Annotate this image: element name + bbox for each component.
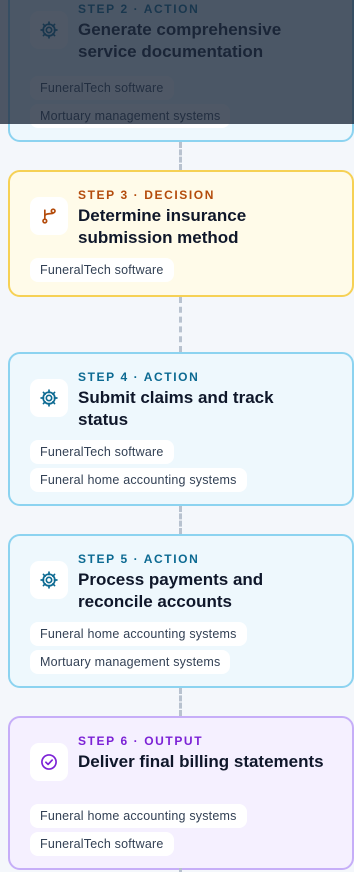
step-label: STEP 4 · ACTION [78, 370, 200, 384]
gear-icon [30, 561, 68, 599]
branch-icon [30, 197, 68, 235]
step-card-5[interactable]: STEP 5 · ACTION Process payments and rec… [8, 534, 354, 688]
system-chips: Funeral home accounting systems Mortuary… [30, 622, 247, 678]
step-connector [179, 297, 182, 352]
step-card-2[interactable]: STEP 2 · ACTION Generate comprehensive s… [8, 0, 354, 142]
system-chip: Funeral home accounting systems [30, 468, 247, 492]
step-label: STEP 5 · ACTION [78, 552, 200, 566]
step-connector [179, 688, 182, 716]
step-title: Process payments and reconcile accounts [78, 570, 264, 611]
system-chip: Funeral home accounting systems [30, 622, 247, 646]
step-card-3[interactable]: STEP 3 · DECISION Determine insurance su… [8, 170, 354, 297]
step-connector [179, 142, 182, 170]
step-connector [179, 868, 182, 872]
system-chip: Mortuary management systems [30, 104, 231, 128]
step-card-6[interactable]: STEP 6 · OUTPUT Deliver final billing st… [8, 716, 354, 870]
gear-icon [30, 11, 68, 49]
system-chip: Mortuary management systems [30, 650, 231, 674]
step-card-4[interactable]: STEP 4 · ACTION Submit claims and track … [8, 352, 354, 506]
system-chips: FuneralTech software [30, 258, 174, 286]
step-title: Submit claims and track status [78, 388, 274, 429]
system-chip: FuneralTech software [30, 440, 174, 464]
step-title: Deliver final billing statements [78, 752, 324, 771]
step-connector [179, 506, 182, 534]
system-chips: FuneralTech software Mortuary management… [30, 76, 231, 132]
system-chip: FuneralTech software [30, 258, 174, 282]
system-chip: FuneralTech software [30, 832, 174, 856]
system-chip: FuneralTech software [30, 76, 174, 100]
system-chip: Funeral home accounting systems [30, 804, 247, 828]
step-label: STEP 3 · DECISION [78, 188, 216, 202]
system-chips: Funeral home accounting systems FuneralT… [30, 804, 247, 860]
check-circle-icon [30, 743, 68, 781]
step-label: STEP 2 · ACTION [78, 2, 200, 16]
gear-icon [30, 379, 68, 417]
step-title: Generate comprehensive service documenta… [78, 20, 282, 61]
step-title: Determine insurance submission method [78, 206, 247, 247]
system-chips: FuneralTech software Funeral home accoun… [30, 440, 247, 496]
step-label: STEP 6 · OUTPUT [78, 734, 204, 748]
